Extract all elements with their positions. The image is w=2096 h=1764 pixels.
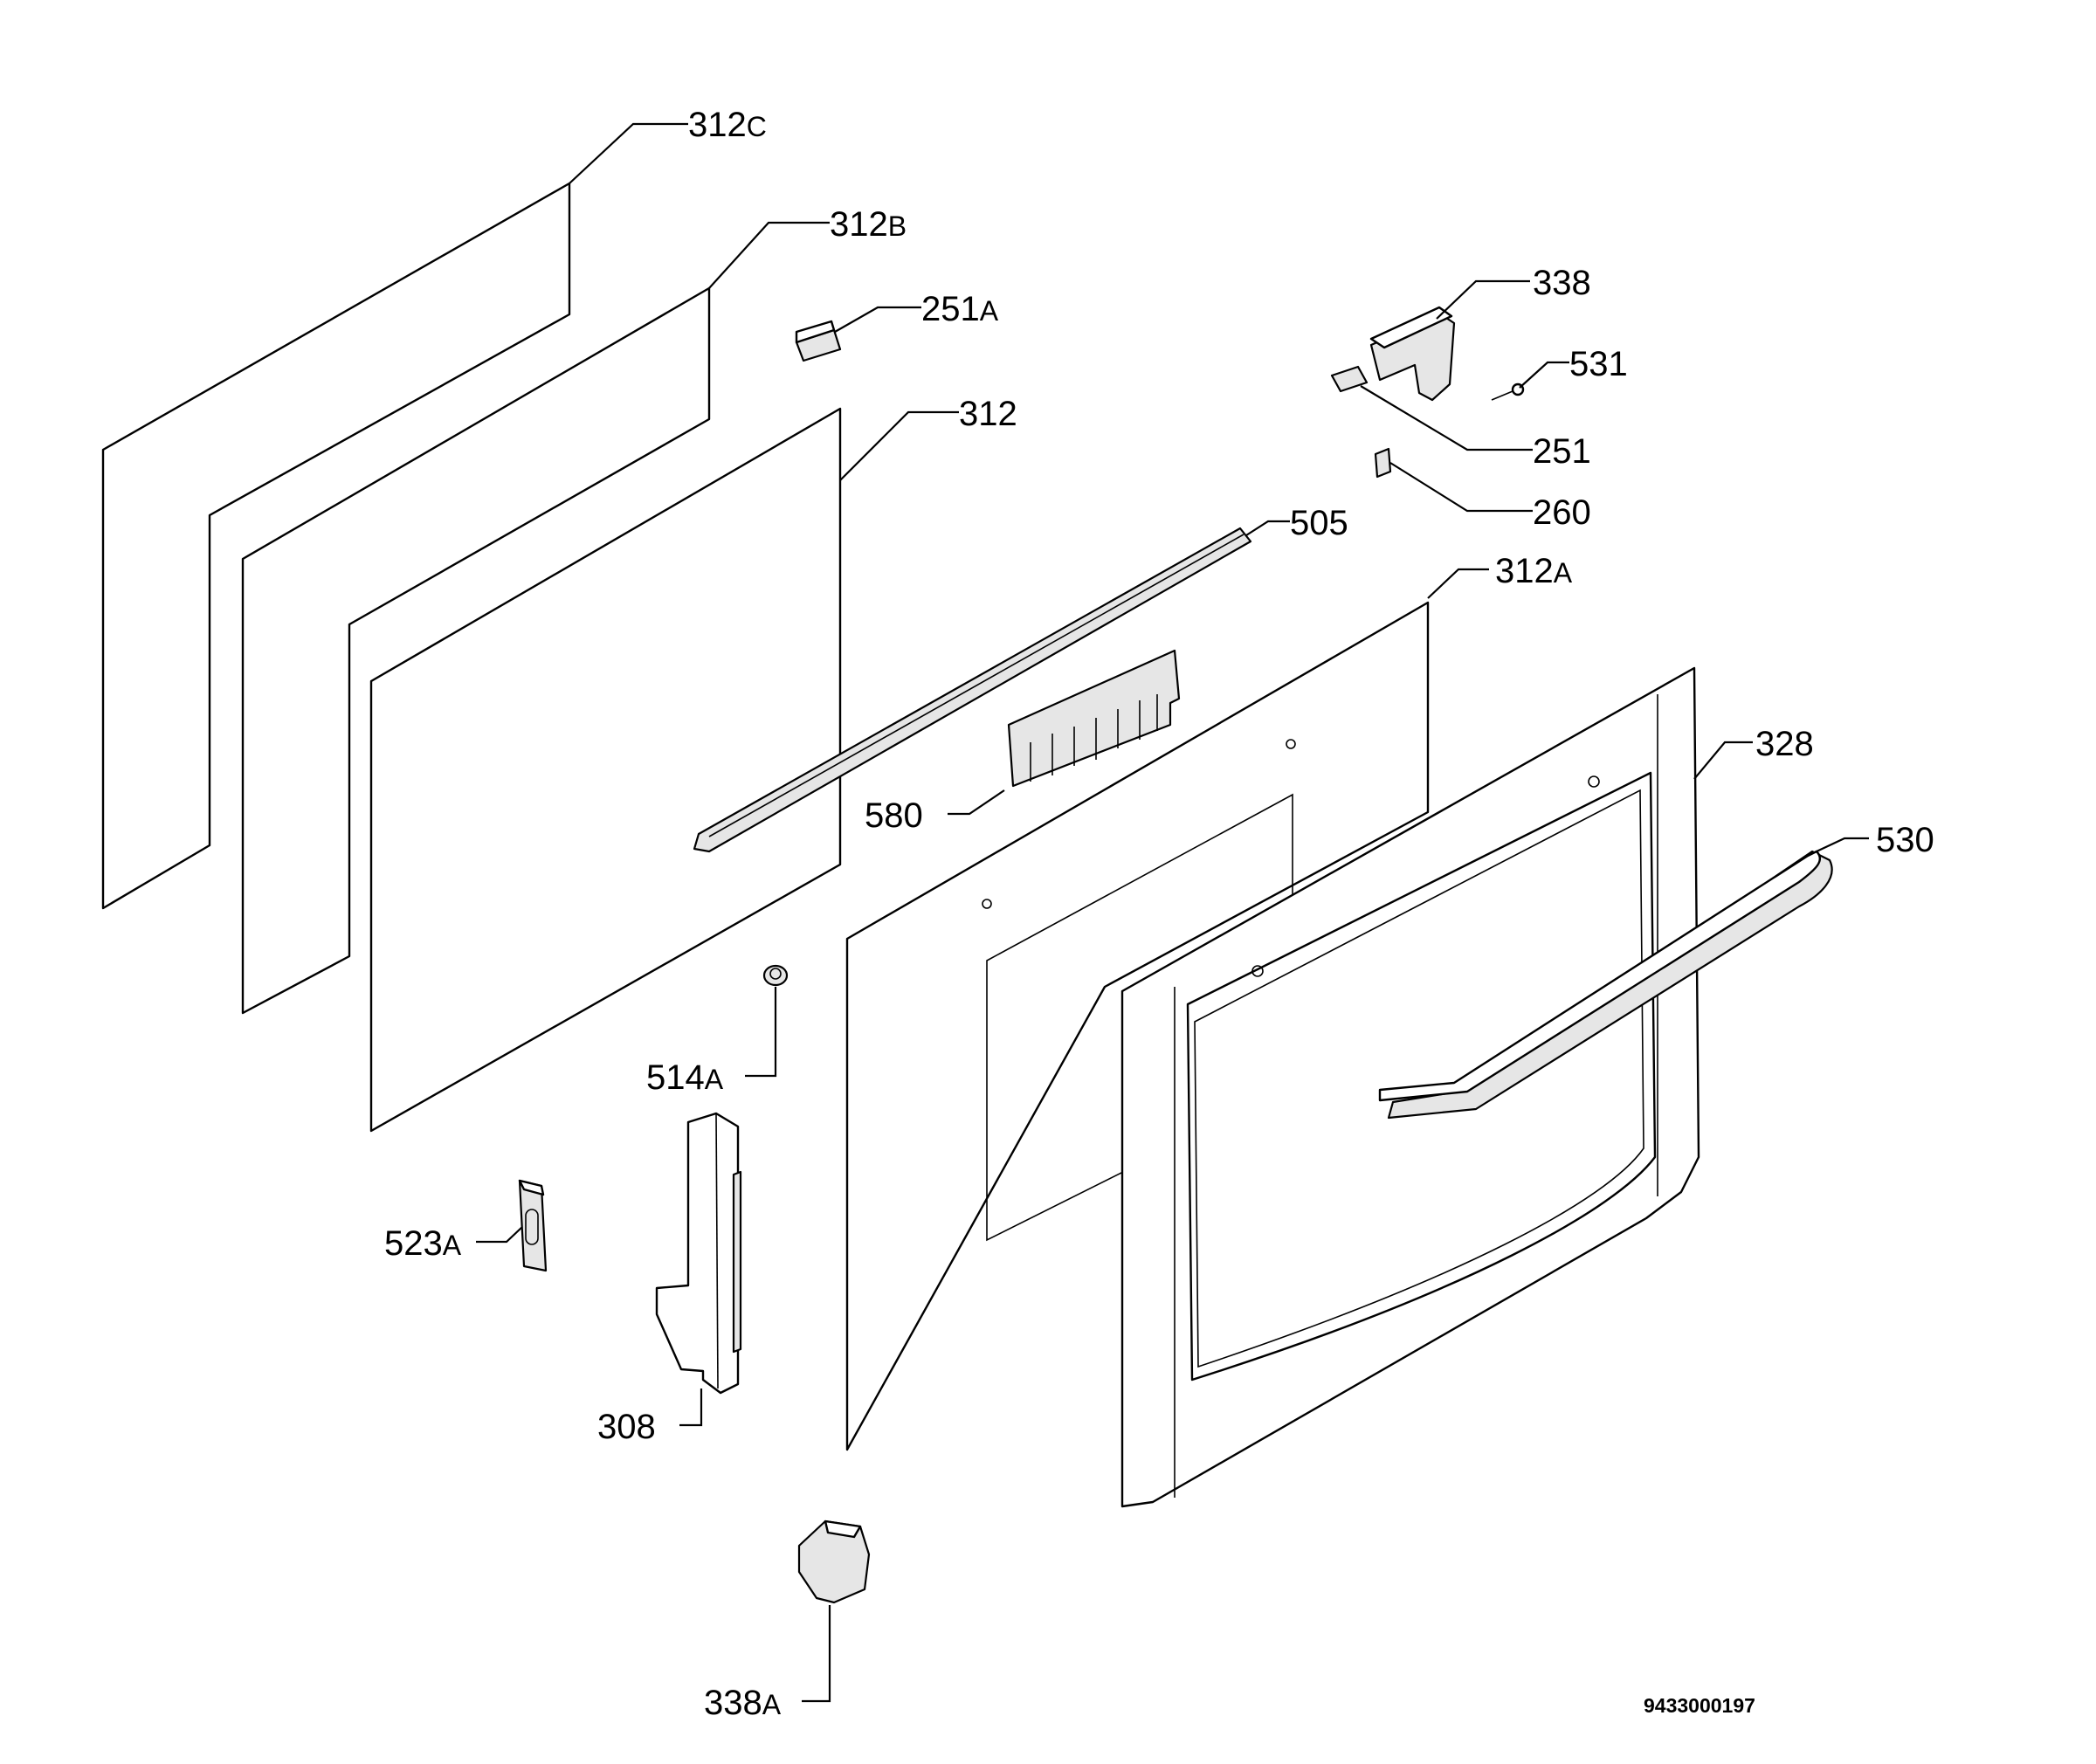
clip-251a bbox=[795, 320, 842, 362]
foot-cover-338a bbox=[797, 1519, 871, 1604]
spacer-580 bbox=[1007, 649, 1181, 788]
glass-panel-312 bbox=[369, 407, 842, 1133]
label-523a: 523A bbox=[384, 1224, 462, 1263]
label-312a: 312A bbox=[1495, 552, 1573, 590]
clip-251 bbox=[1330, 365, 1369, 393]
label-251: 251 bbox=[1533, 432, 1591, 471]
bushing-514a bbox=[762, 964, 789, 987]
label-260: 260 bbox=[1533, 493, 1591, 532]
label-312c: 312C bbox=[688, 106, 767, 144]
bracket-523a bbox=[518, 1179, 548, 1272]
label-580: 580 bbox=[865, 796, 923, 835]
label-514a: 514A bbox=[646, 1058, 724, 1097]
label-530: 530 bbox=[1876, 821, 1934, 859]
label-251a: 251A bbox=[921, 290, 999, 328]
label-328: 328 bbox=[1755, 725, 1814, 763]
hinge-cover-338 bbox=[1369, 306, 1456, 402]
seal-strip-505 bbox=[693, 527, 1252, 853]
label-308: 308 bbox=[597, 1408, 656, 1446]
part-260 bbox=[1374, 447, 1392, 479]
drawing-code: 9433000197 bbox=[1644, 1694, 1755, 1717]
label-531: 531 bbox=[1569, 345, 1628, 383]
label-505: 505 bbox=[1290, 504, 1348, 542]
label-312b: 312B bbox=[830, 205, 907, 244]
label-312: 312 bbox=[959, 395, 1017, 433]
hinge-308 bbox=[655, 1112, 742, 1395]
label-338a: 338A bbox=[704, 1684, 782, 1722]
handle-530 bbox=[1378, 850, 1833, 1120]
label-338: 338 bbox=[1533, 264, 1591, 302]
screw-531 bbox=[1491, 382, 1525, 401]
leader-lines bbox=[476, 122, 1869, 1703]
